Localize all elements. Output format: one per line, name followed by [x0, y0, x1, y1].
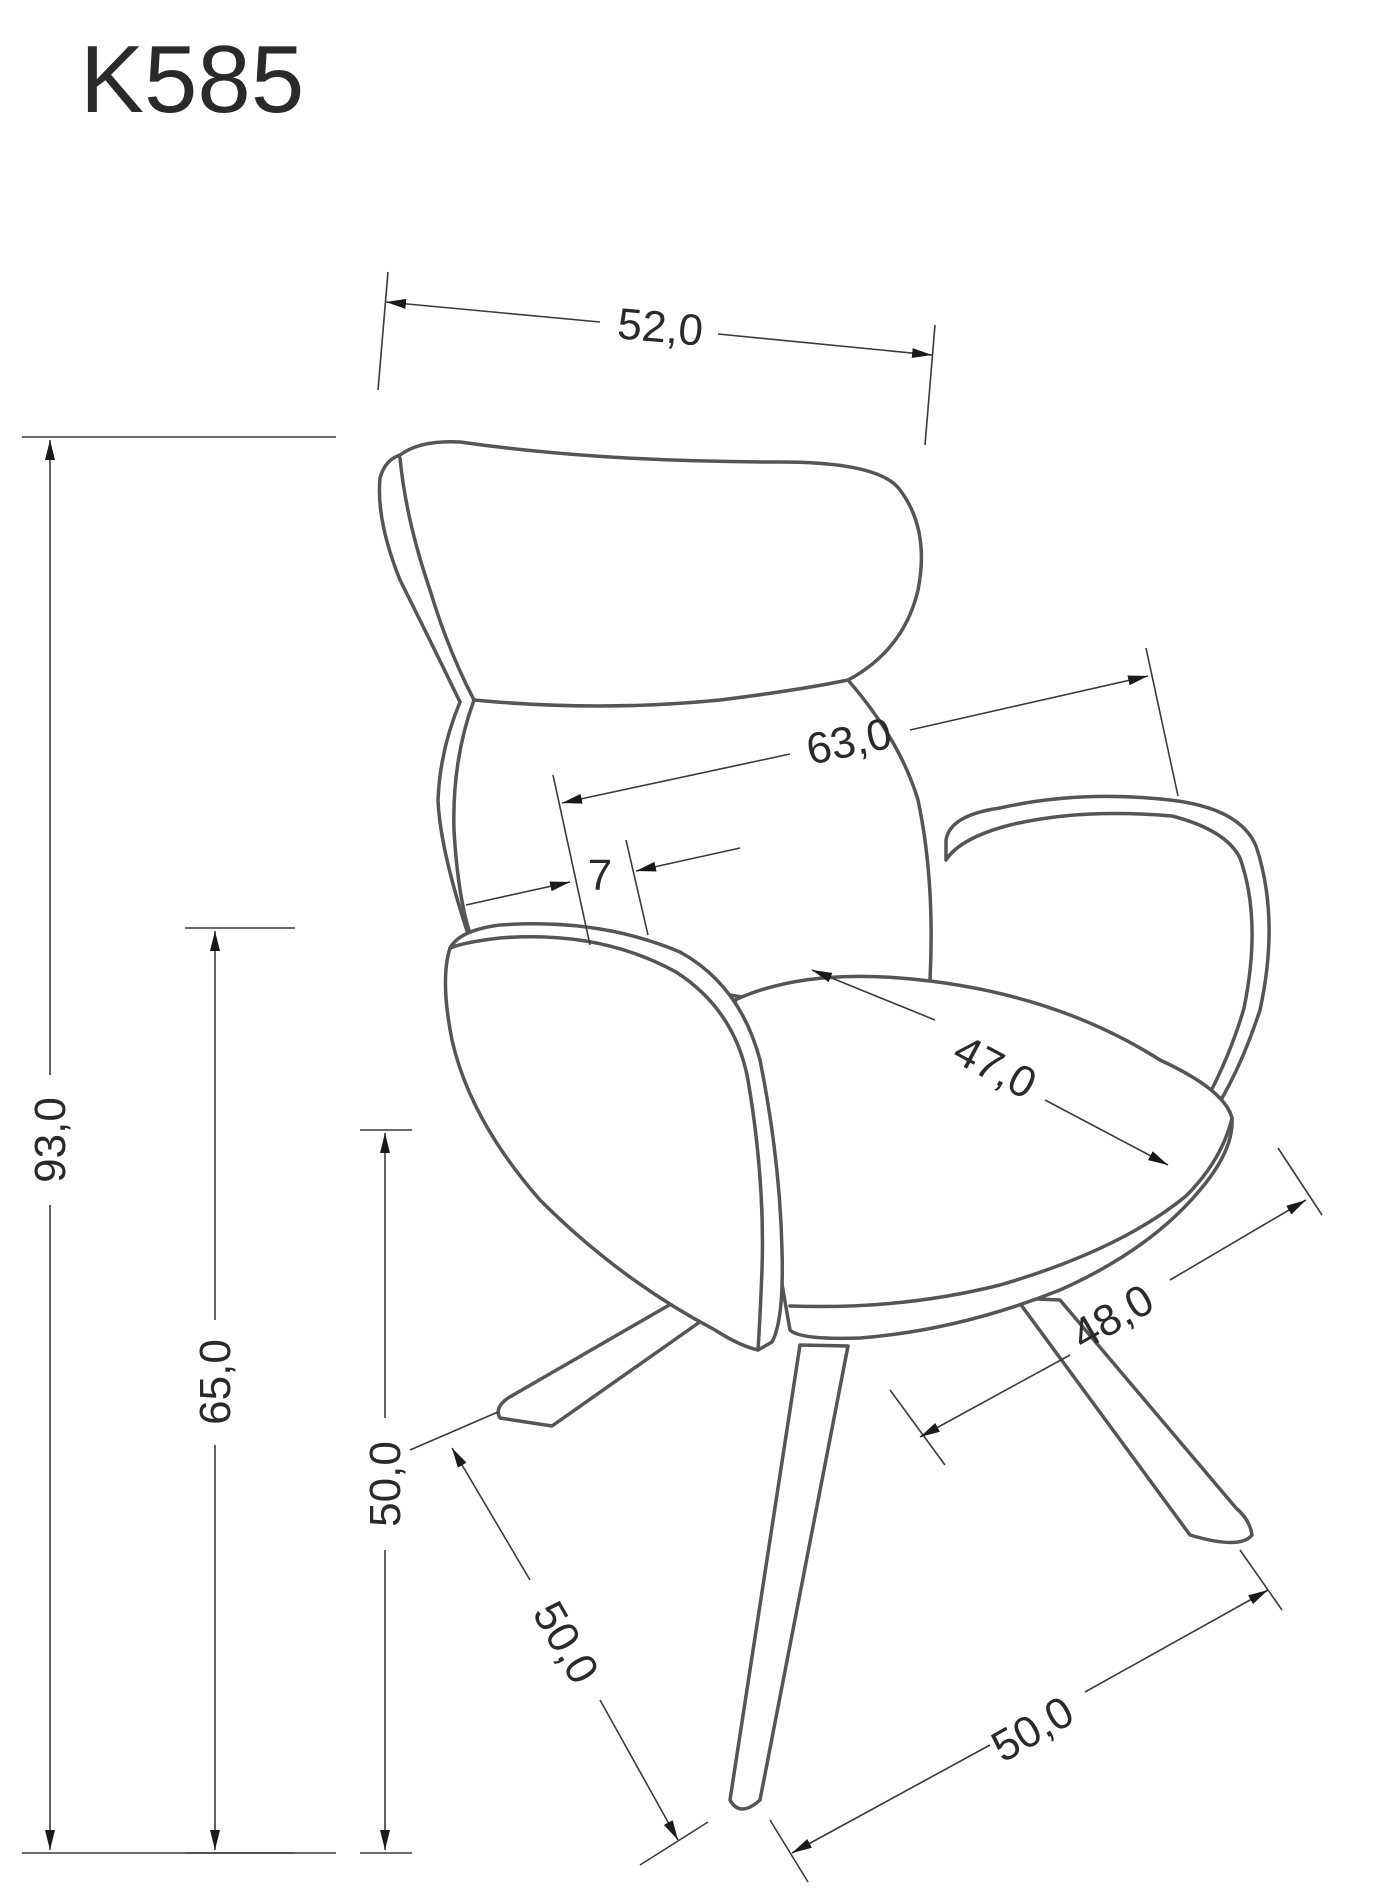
seat-edge-line	[788, 1116, 1234, 1309]
leg-front	[728, 1343, 850, 1811]
armrest-left	[443, 922, 785, 1352]
label-armrest-height: 65,0	[191, 1339, 240, 1425]
label-armrest-width: 7	[588, 851, 612, 900]
label-base-width: 50,0	[983, 1687, 1082, 1772]
backrest-inner-line	[472, 678, 850, 708]
leg-back-right	[1014, 1296, 1254, 1545]
backrest-side-line	[398, 456, 476, 942]
dimension-lines	[22, 271, 1323, 1883]
model-title: K585	[80, 26, 304, 133]
armrest-left-inner-line	[448, 934, 765, 1352]
label-width: 52,0	[615, 299, 705, 355]
label-base-depth: 50,0	[523, 1593, 608, 1692]
leg-back-left	[496, 1291, 716, 1428]
backrest	[377, 440, 933, 1022]
label-total-height: 93,0	[26, 1097, 75, 1183]
seat	[733, 974, 1234, 1341]
chair-drawing	[377, 440, 1271, 1811]
label-seat-height: 50,0	[361, 1441, 410, 1527]
